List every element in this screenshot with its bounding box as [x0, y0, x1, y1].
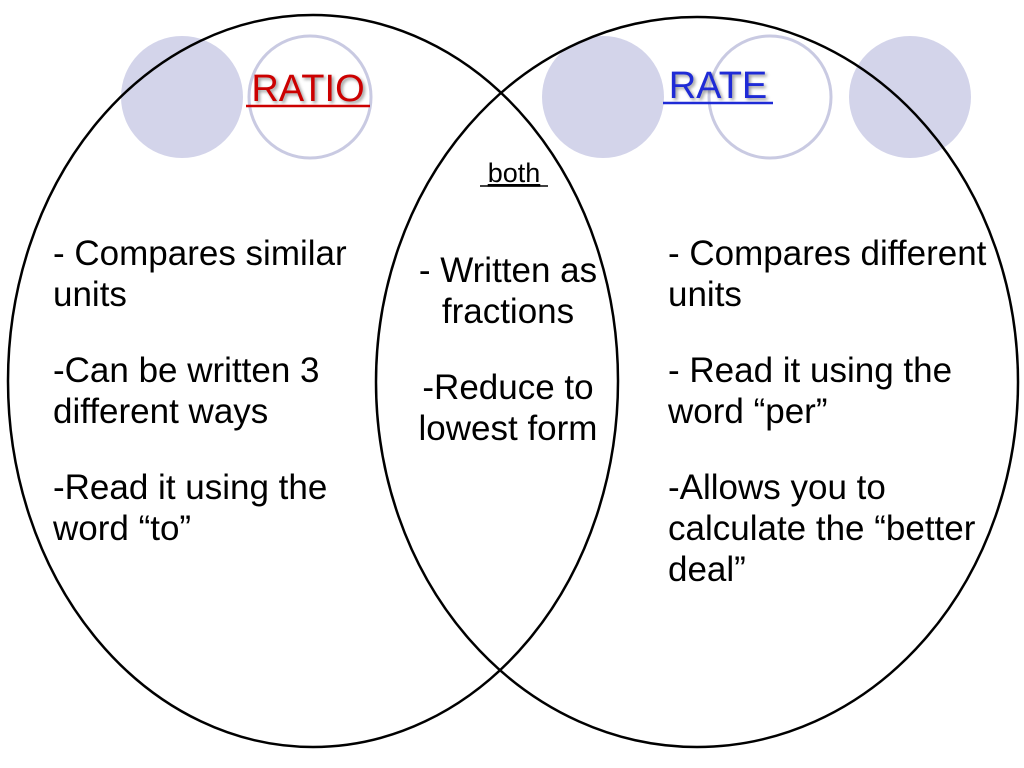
both-title: both: [488, 158, 541, 188]
ratio-item: -Can be written 3 different ways: [53, 351, 320, 431]
both-item: - Written as fractions: [418, 251, 598, 331]
ratio-item: - Compares similar units: [53, 234, 347, 314]
rate-item: - Compares different units: [668, 234, 987, 314]
rate-item: -Allows you to calculate the “better dea…: [668, 468, 976, 589]
rate-ellipse: [374, 15, 1020, 749]
rate-list: - Compares different units - Read it usi…: [668, 198, 988, 601]
ratio-item: -Read it using the word “to”: [53, 468, 328, 548]
rate-item: - Read it using the word “per”: [668, 351, 953, 431]
ratio-ellipse: [6, 13, 620, 749]
both-list: - Written as fractions -Reduce to lowest…: [398, 215, 618, 463]
ratio-title: RATIO: [251, 68, 364, 110]
rate-title: RATE: [669, 65, 768, 107]
ratio-list: - Compares similar units -Can be written…: [53, 198, 363, 560]
decor-circle-outline: [247, 34, 373, 160]
decor-circle-filled: [849, 36, 971, 158]
decor-circle-filled: [121, 36, 243, 158]
both-item: -Reduce to lowest form: [418, 368, 598, 448]
decor-circle-filled: [542, 36, 664, 158]
decor-circle-outline: [707, 34, 833, 160]
